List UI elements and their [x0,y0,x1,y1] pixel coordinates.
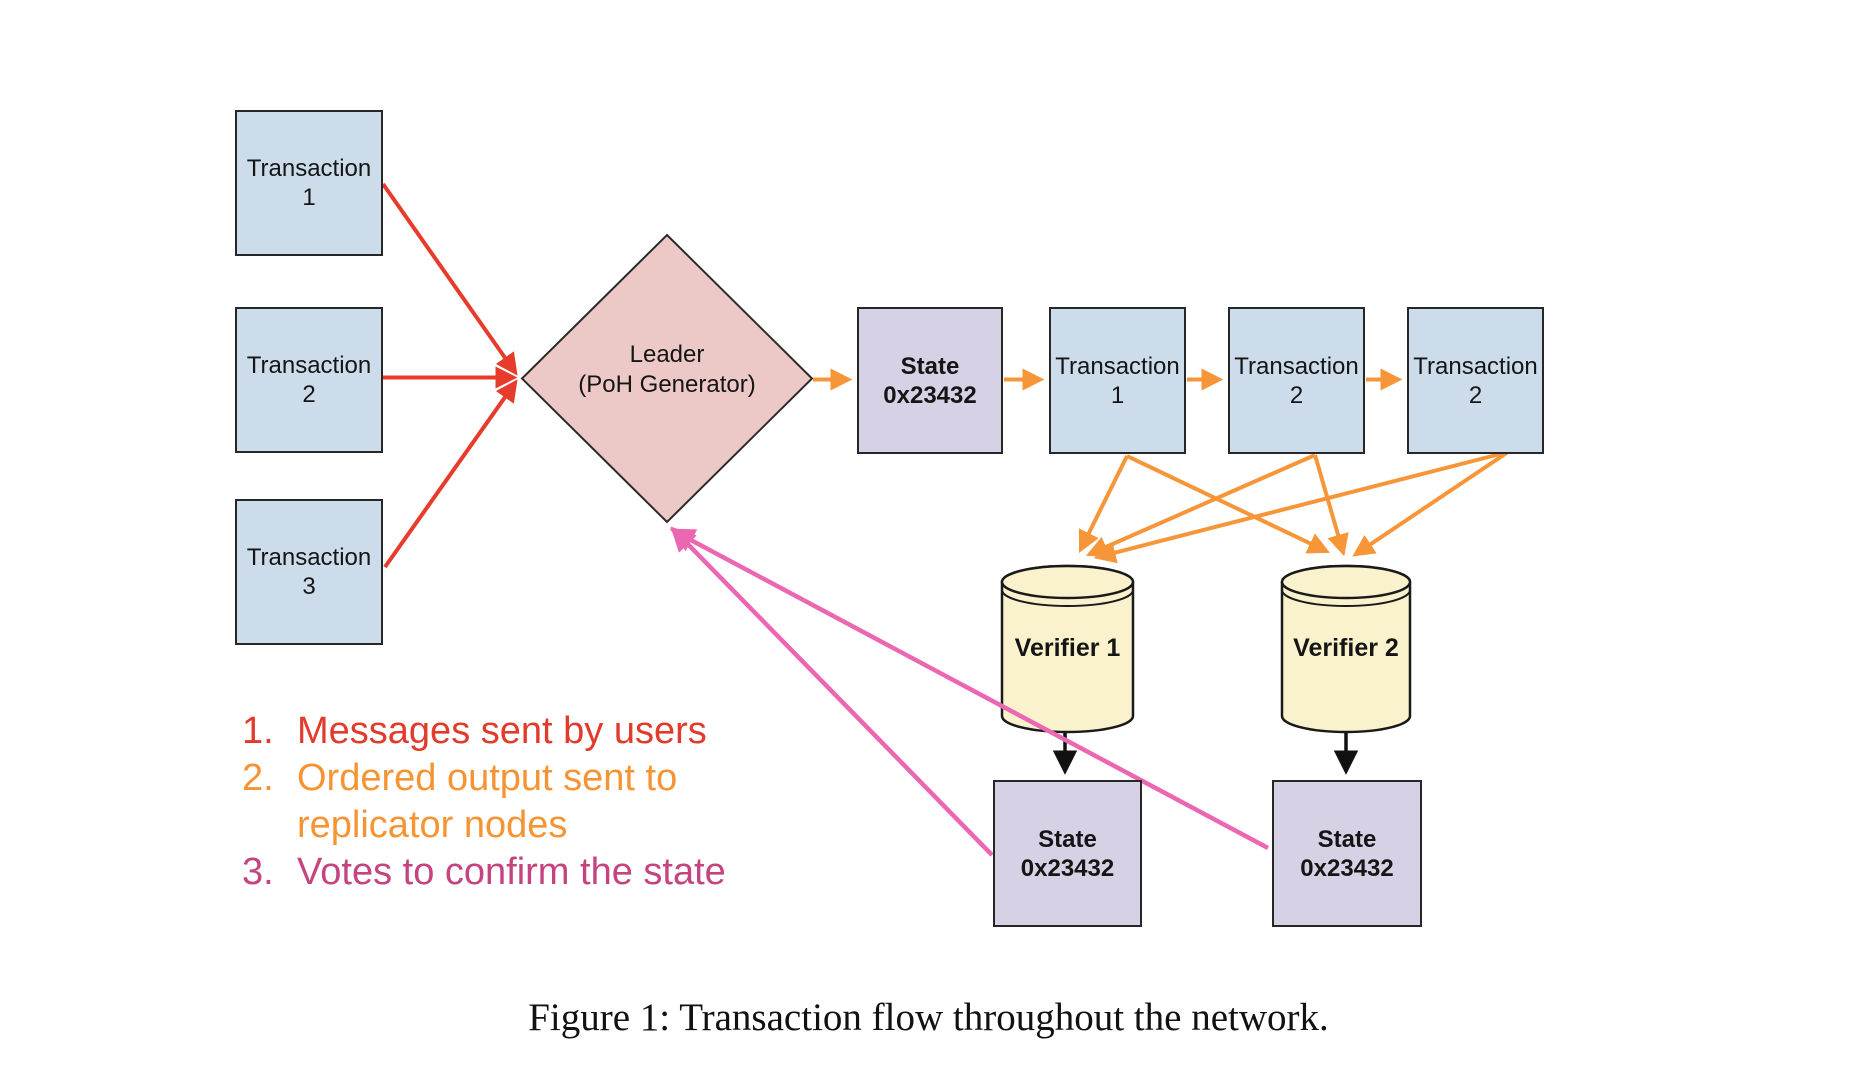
node-transaction-1: Transaction 1 [235,110,383,256]
node-label: Transaction [246,155,372,182]
node-label: State [1038,825,1097,853]
leader-label-line2: (PoH Generator) [578,371,756,398]
leader-label-line1: Leader [629,341,705,368]
leader-diamond-label: Leader (PoH Generator) [537,340,797,400]
orange-arrows-group [813,368,1510,564]
node-label-line2: 1 [302,184,316,211]
verifier1-cylinder [1000,564,1135,734]
node-label: Transaction [1234,352,1359,380]
arrow-chain2-to-verifier2 [1313,454,1349,557]
arrow-tx3-to-leader [383,379,518,569]
arrow-chain1-to-verifier2 [1126,454,1330,554]
verifier2-cylinder-top [1280,564,1412,600]
leader-diamond [520,233,814,524]
node-state-top: State 0x23432 [857,307,1003,454]
verifier2-label: Verifier 2 [1293,634,1399,662]
legend-item-text: Ordered output sent to replicator nodes [297,755,677,849]
node-transaction-3: Transaction 3 [235,499,383,645]
node-label-line2: 1 [1110,381,1125,409]
node-label: State [1317,825,1377,853]
node-label-line2: 2 [1289,381,1304,409]
node-label-line2: 0x23432 [1300,854,1394,882]
node-label: State [900,352,960,380]
legend-item-votes: 3. Votes to confirm the state [242,849,726,896]
node-label: Transaction [246,544,372,571]
node-label: Transaction [1055,352,1180,380]
legend: 1. Messages sent by users 2. Ordered out… [242,708,726,896]
legend-item-number: 1. [242,710,274,752]
node-label-line2: 0x23432 [1020,854,1115,882]
arrow-state2-vote-to-leader [669,528,1270,850]
legend-item-number: 3. [242,851,274,893]
node-label-line2: 2 [302,381,316,408]
node-label: Transaction [246,352,372,379]
verifier1-label: Verifier 1 [1014,634,1121,662]
node-label-line2: 0x23432 [883,381,977,409]
node-chain-transaction-3: Transaction 2 [1407,307,1544,454]
arrow-tx1-to-leader [381,182,518,376]
legend-item-messages: 1. Messages sent by users [242,708,726,755]
verifier1-cylinder-lid-line [1001,589,1134,607]
node-chain-transaction-2: Transaction 2 [1228,307,1365,454]
node-state-verifier2: State 0x23432 [1272,780,1422,927]
node-state-verifier1: State 0x23432 [993,780,1142,927]
pink-arrows-group [669,526,1270,857]
verifier2-cylinder-lid-line [1281,589,1411,607]
arrow-chain2-to-verifier1 [1085,453,1316,557]
verifier2-cylinder [1280,564,1412,734]
legend-item-text: Votes to confirm the state [297,851,726,893]
node-chain-transaction-1: Transaction 1 [1049,307,1186,454]
legend-item-number: 2. [242,757,274,799]
red-arrows-group [381,182,518,569]
legend-item-text: Messages sent by users [297,710,707,752]
node-label: Transaction [1413,352,1538,380]
node-transaction-2: Transaction 2 [235,307,383,453]
arrow-state1-vote-to-leader [670,526,994,857]
legend-item-text-line2: replicator nodes [297,804,568,846]
arrow-chain1-to-verifier1 [1078,455,1129,553]
arrow-chain3-to-verifier1 [1093,450,1509,564]
arrow-chain3-to-verifier2 [1352,450,1510,557]
legend-item-text-line1: Ordered output sent to [297,757,678,799]
verifier1-cylinder-top [1000,564,1135,600]
node-label-line2: 2 [1468,381,1483,409]
legend-item-ordered-output: 2. Ordered output sent to replicator nod… [242,755,726,849]
node-label-line2: 3 [302,573,316,600]
figure-caption: Figure 1: Transaction flow throughout th… [528,996,1329,1039]
